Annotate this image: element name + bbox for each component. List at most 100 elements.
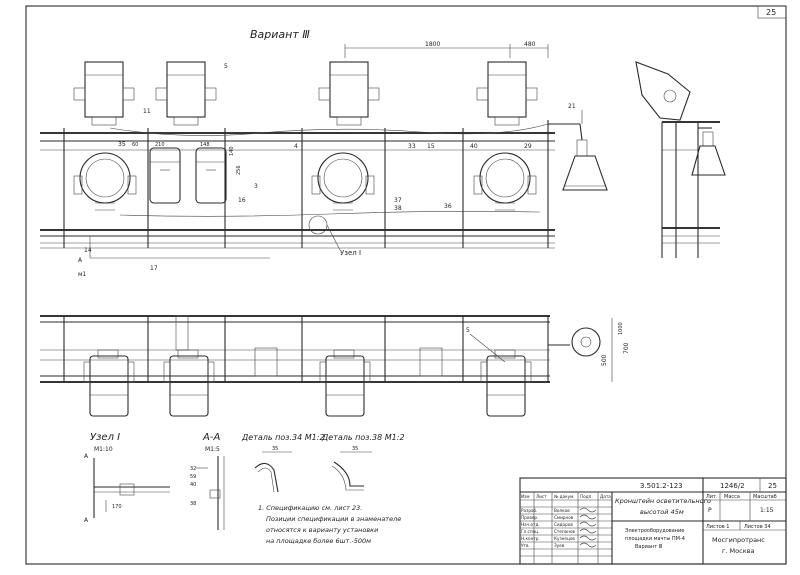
name-3: Сидоров	[554, 522, 573, 527]
detail-node-1: Узел Ⅰ М1:10 А А 170	[84, 432, 170, 524]
pos-35: 35	[118, 141, 126, 148]
notes-block: 1. Спецификацию см. лист 23. Позиции спе…	[258, 504, 401, 545]
role-3: Нач.отд.	[521, 522, 540, 527]
pos-4: 4	[294, 143, 298, 150]
round-lamp-1	[73, 152, 137, 211]
dim-148: 148	[200, 142, 210, 148]
sheet-code: 1246/2	[720, 482, 745, 490]
floodlight-top-2	[155, 61, 217, 126]
dim-210: 210	[155, 142, 165, 148]
pos-15: 15	[427, 143, 435, 150]
variant-title: Вариант Ⅲ	[250, 28, 310, 41]
side-view	[635, 61, 726, 258]
hdr-sign: Подп.	[580, 494, 593, 499]
hdr-list: Лист	[536, 494, 547, 499]
sheet-header: Листов 1	[706, 524, 729, 530]
detail34-title: Деталь поз.34 М1:2	[241, 433, 325, 442]
plan-floodlight-2	[163, 349, 215, 417]
dim-140: 140	[229, 146, 235, 156]
pos-36: 36	[444, 203, 452, 210]
doc-code: 3.501.2-123	[640, 482, 683, 490]
name-2: Смирнов	[554, 515, 574, 520]
aa-dim-59: 59	[190, 474, 196, 480]
desc-line-3: Вариант Ⅲ	[635, 544, 662, 550]
note-line-1: 1. Спецификацию см. лист 23.	[258, 504, 362, 512]
pos-3: 3	[254, 183, 258, 190]
section-aa: А-А М1:5 32 59 40 38	[190, 432, 225, 530]
floodlight-top-3	[318, 61, 380, 126]
name-5: Кузнецов	[554, 536, 575, 541]
name-line-2: высотой 45м	[640, 508, 684, 516]
node1-dim: 170	[112, 504, 122, 510]
section-aa-title: А-А	[202, 432, 220, 443]
stage-value: Р	[708, 507, 712, 514]
sheets-header: Листов 34	[744, 524, 771, 530]
plan-dim-500: 500	[601, 354, 608, 366]
name-6: Зуев	[554, 543, 565, 548]
hdr-doc: № докум.	[554, 494, 575, 499]
name-4: Степанов	[554, 529, 576, 534]
front-view: Узел Ⅰ 1800 480 210 148 140 256 60 5 11 …	[40, 41, 608, 278]
role-6: Утв.	[521, 543, 530, 548]
pos-14: 14	[84, 247, 92, 254]
sheet-frame	[25, 5, 787, 565]
pos-40: 40	[470, 143, 478, 150]
role-1: Разраб.	[521, 508, 537, 513]
sheet-no: 25	[768, 482, 777, 490]
pos-17: 17	[150, 265, 158, 272]
aa-dim-38: 38	[190, 501, 196, 507]
dim-60: 60	[132, 142, 138, 148]
role-5: Н.контр.	[521, 536, 540, 541]
plan-pos-5: 5	[466, 327, 470, 334]
floodlight-top-4	[476, 61, 538, 126]
pos-33: 33	[408, 143, 416, 150]
plan-lamp	[571, 327, 601, 357]
node-1-marker	[308, 215, 328, 235]
plan-floodlight-3	[319, 349, 371, 417]
hdr-date: Дата	[600, 494, 611, 499]
pos-21: 21	[568, 103, 576, 110]
plan-floodlight-1	[83, 349, 135, 417]
detail38-dim: 35	[352, 446, 358, 452]
mark-a-front: А	[78, 257, 83, 264]
detail-34: Деталь поз.34 М1:2 35	[241, 433, 325, 493]
desc-line-2: площадки мачты ПМ-4	[625, 536, 685, 542]
name-line-1: Кронштейн осветительного	[615, 497, 711, 505]
stage-header: Лит.	[706, 494, 718, 500]
note-line-4: на площадке более 6шт.-500м	[266, 537, 371, 545]
role-4: Гл.спец.	[521, 529, 539, 534]
dim-256: 256	[236, 165, 242, 175]
pos-29: 29	[524, 143, 532, 150]
node-1-callout: Узел Ⅰ	[340, 249, 361, 257]
scale-header: Масштаб	[753, 494, 777, 500]
pos-5: 5	[224, 63, 228, 70]
node1-title: Узел Ⅰ	[90, 432, 120, 443]
dim-1800: 1800	[425, 41, 440, 48]
floodlight-top-1	[73, 61, 135, 126]
section-aa-scale: М1:5	[205, 446, 220, 453]
note-line-3: относятся к варианту установки	[266, 526, 378, 534]
pos-37: 37	[394, 197, 402, 204]
detail-38: Деталь поз.38 М1:2 35	[321, 433, 405, 491]
pos-16: 16	[238, 197, 246, 204]
org-line-1: Мосгипротранс	[712, 536, 765, 544]
page-number: 25	[766, 8, 776, 17]
round-lamp-2	[311, 152, 375, 211]
node1-cut-top: А	[84, 453, 89, 460]
hanging-lamp	[548, 110, 608, 191]
control-cabinets	[149, 147, 227, 204]
page-number-box	[757, 5, 787, 19]
plan-dim-1000: 1000	[618, 322, 624, 335]
detail38-title: Деталь поз.38 М1:2	[321, 433, 405, 442]
round-lamp-3	[473, 152, 537, 211]
plan-dim-700: 700	[623, 342, 630, 354]
node1-cut-bottom: А	[84, 517, 89, 524]
note-line-2: Позиции спецификации в знаменателе	[266, 515, 401, 523]
aa-dim-32: 32	[190, 466, 196, 472]
mark-m1: м1	[78, 271, 87, 278]
desc-line-1: Электрооборудование	[625, 528, 684, 534]
aa-dim-40: 40	[190, 482, 196, 488]
node1-scale: М1:10	[94, 446, 113, 453]
role-2: Провер.	[521, 515, 538, 520]
